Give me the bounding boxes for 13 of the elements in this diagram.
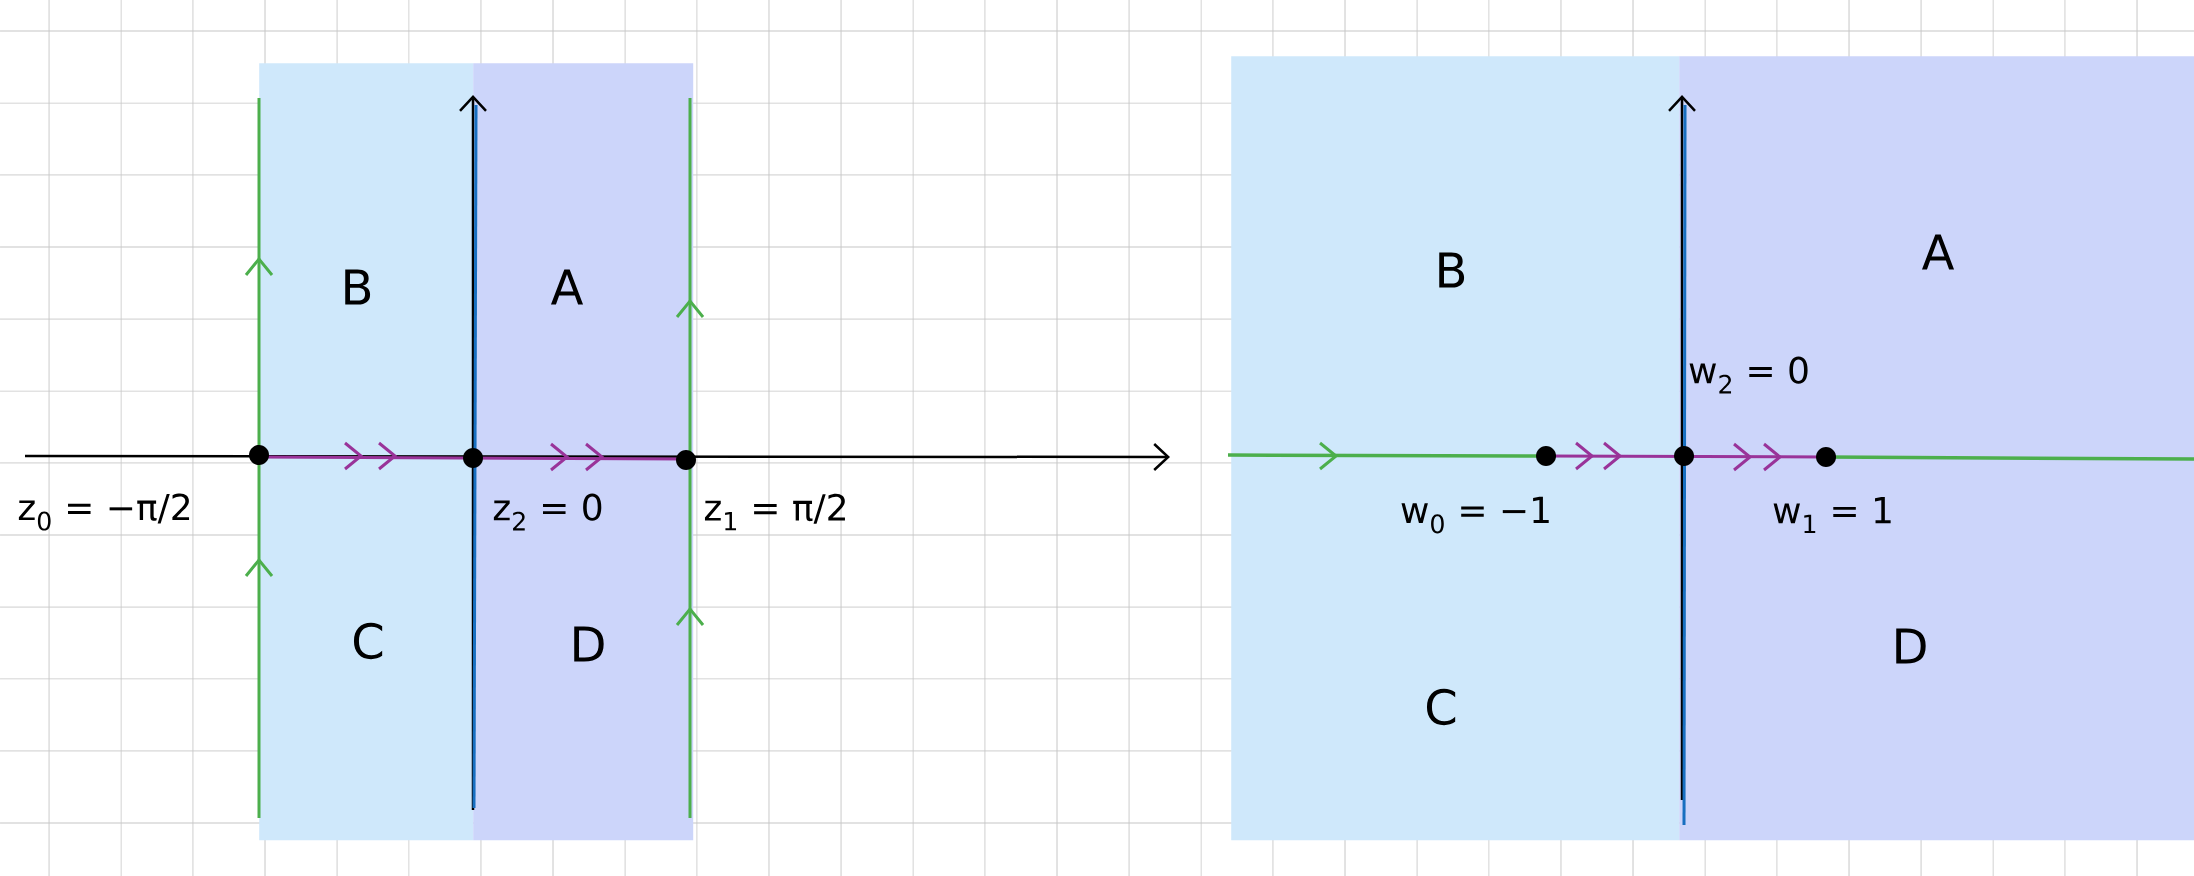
region-letter: B	[1439, 252, 1465, 288]
point-label: w$_{1}$ = 1	[1773, 497, 1891, 534]
point-label: w$_{0}$ = −1	[1401, 496, 1549, 534]
point-label: z$_{2}$ = 0	[493, 493, 602, 531]
region-letter: A	[550, 269, 584, 305]
region-letter: C	[1426, 688, 1456, 726]
region-letter: D	[574, 626, 604, 662]
point-label: z$_{0}$ = −π/2	[18, 493, 190, 531]
point-label: w$_{2}$ = 0	[1689, 356, 1808, 394]
region-letter: A	[1922, 234, 1955, 270]
region-letter: C	[353, 622, 383, 660]
region-letter: D	[1896, 628, 1926, 664]
region-letter: B	[345, 269, 371, 305]
